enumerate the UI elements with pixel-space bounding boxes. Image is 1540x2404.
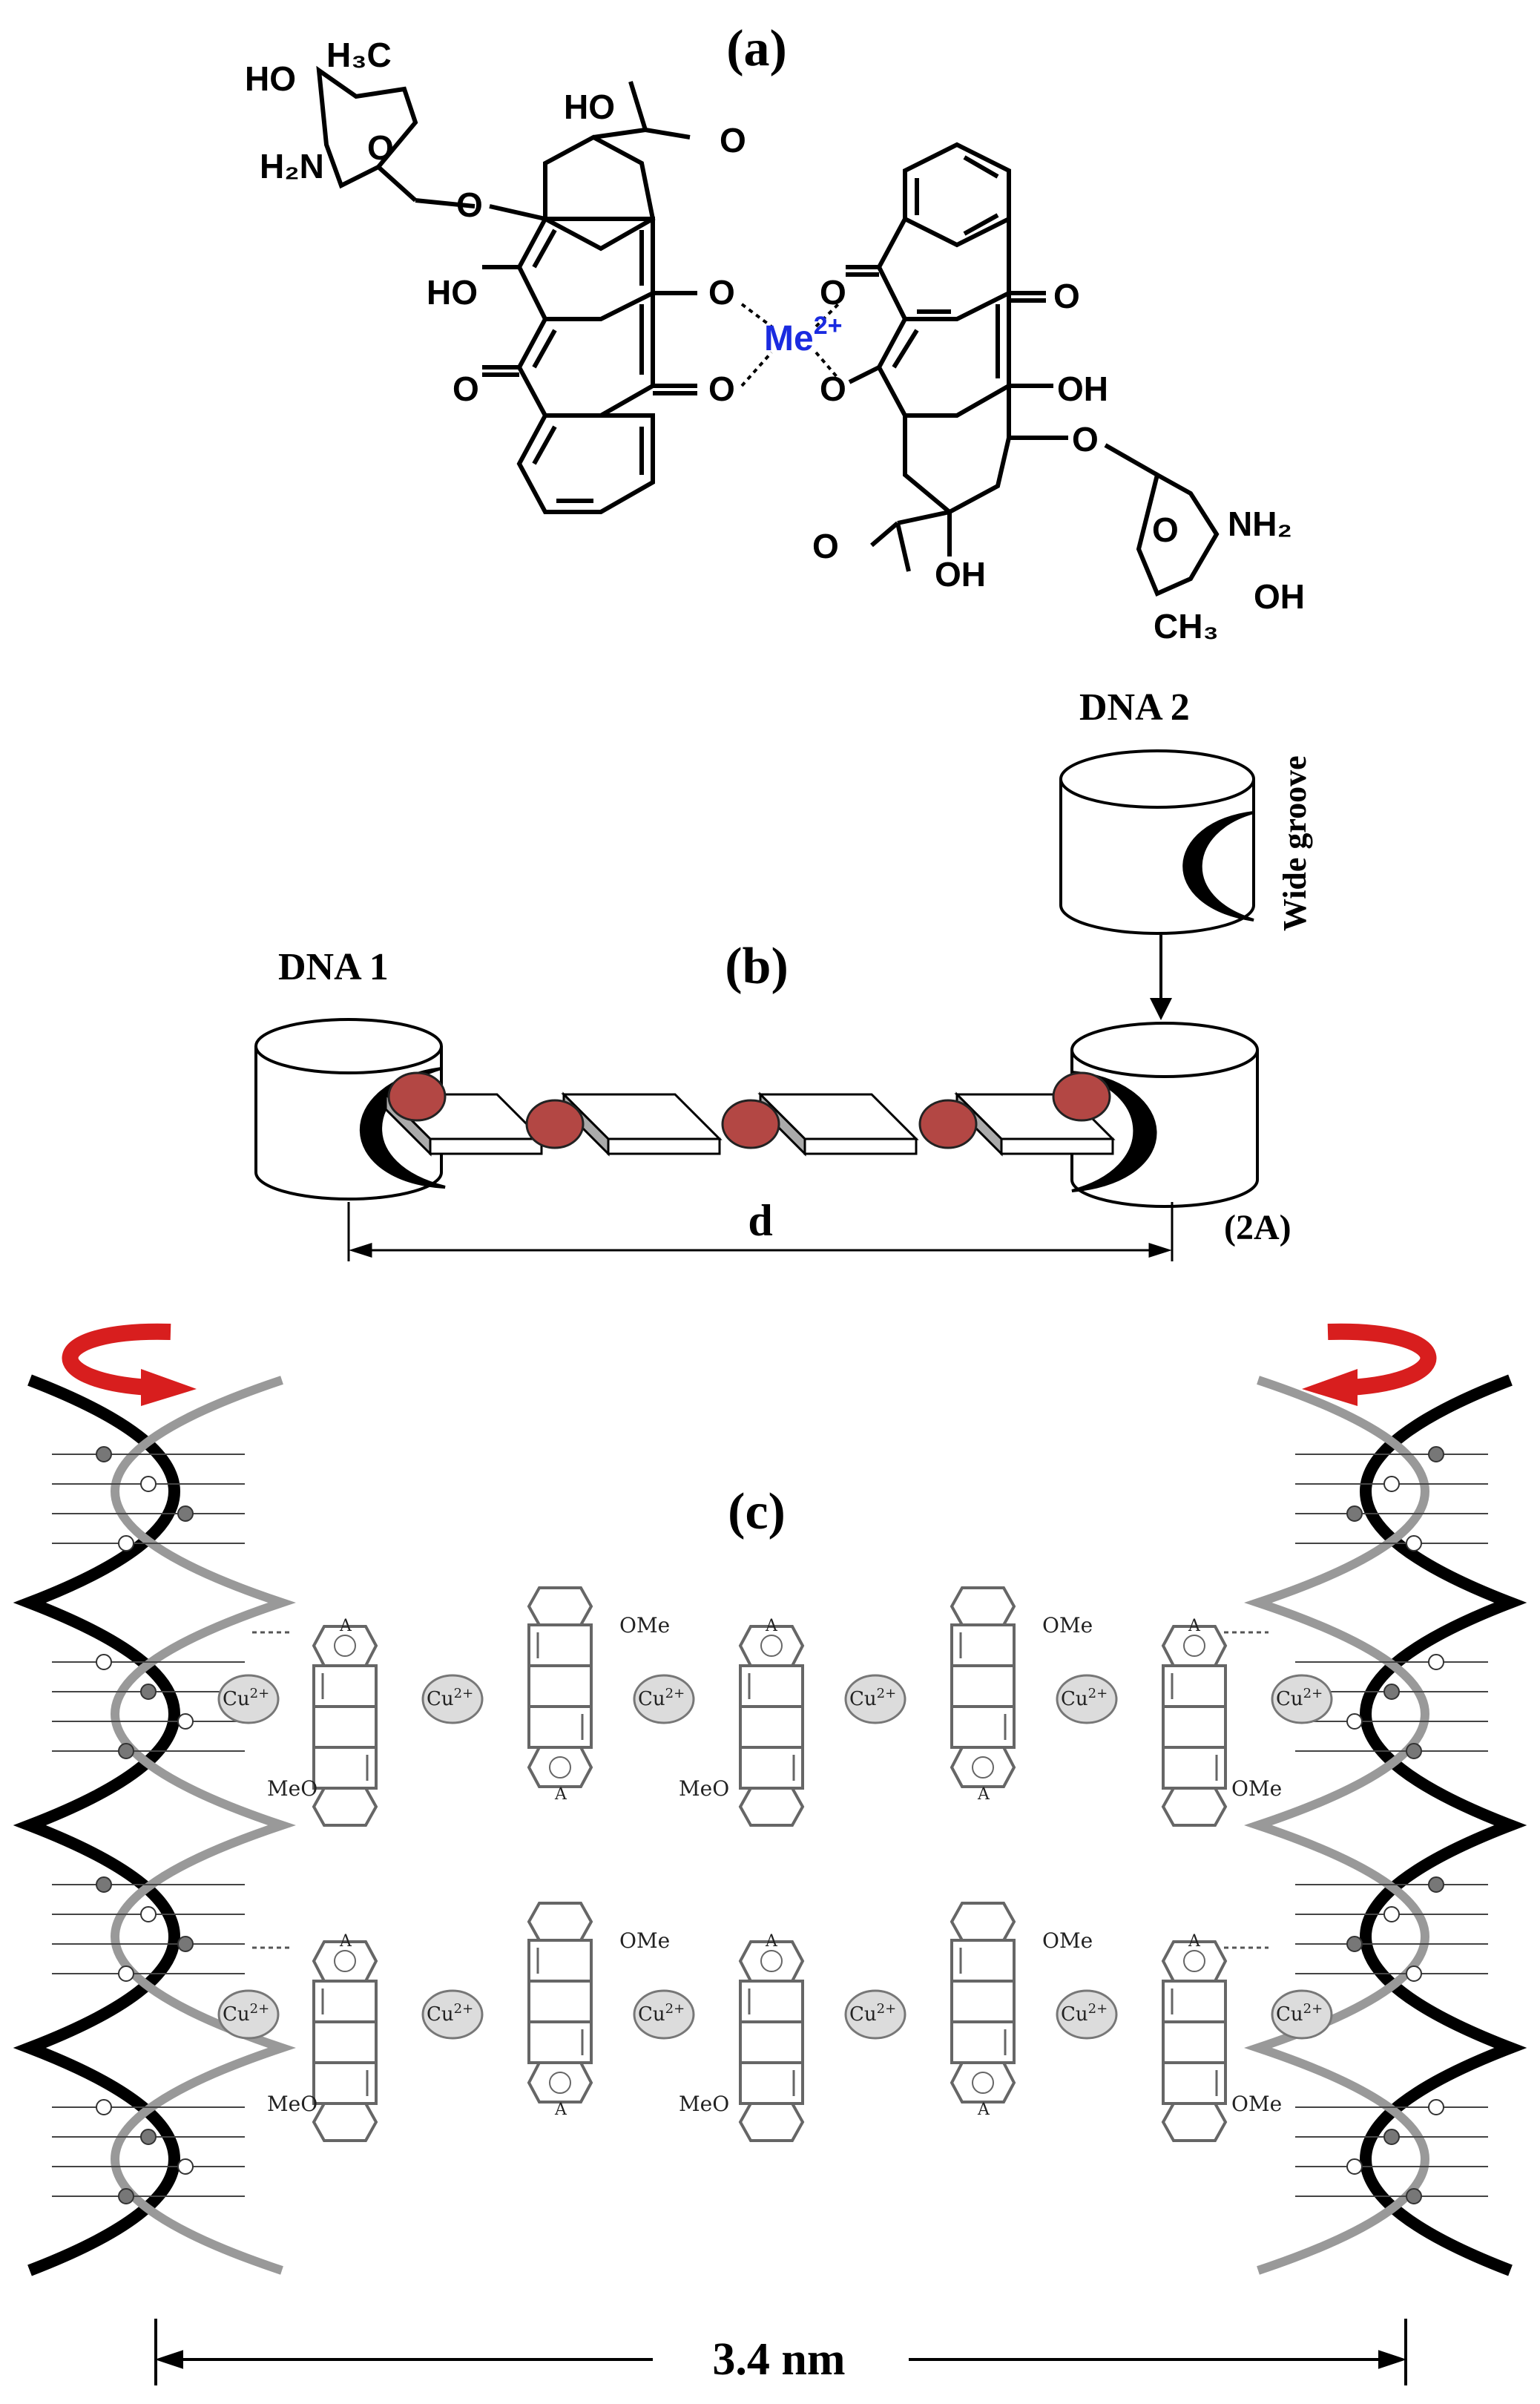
- svg-text:OMe: OMe: [619, 1928, 670, 1953]
- group-r-o-ring: O: [1152, 510, 1179, 549]
- group-r-o-quinone: O: [1053, 277, 1080, 315]
- svg-text:MeO: MeO: [679, 1776, 729, 1801]
- group-r-ch3: CH₃: [1154, 607, 1219, 646]
- group-r-o-acetyl: O: [812, 527, 839, 565]
- group-o-quinone: O: [453, 370, 479, 408]
- svg-text:A: A: [765, 1617, 778, 1635]
- svg-text:A: A: [977, 2101, 990, 2119]
- wide-groove-label: Wide groove: [1277, 755, 1313, 931]
- svg-text:Cu2+: Cu2+: [1061, 1686, 1108, 1710]
- metal-charge: 2+: [814, 312, 843, 340]
- group-r-o-link: O: [1072, 420, 1099, 459]
- svg-text:OMe: OMe: [1042, 1928, 1093, 1953]
- group-h3c: H₃C: [326, 36, 392, 74]
- cu-labels: Cu2+ Cu2+ Cu2+ Cu2+ Cu2+ Cu2+ Cu2+ Cu2+ …: [223, 1686, 1323, 2026]
- svg-text:Cu2+: Cu2+: [638, 1686, 685, 1710]
- svg-text:A: A: [554, 1785, 567, 1804]
- dna1-label: DNA 1: [278, 946, 389, 988]
- group-r-oh-mid: OH: [1057, 370, 1108, 408]
- svg-text:A: A: [1188, 1617, 1201, 1635]
- dna-helix-right: [1244, 1374, 1527, 2276]
- right-daunomycin-structure: [846, 142, 1220, 597]
- rotation-arrow-right-icon: [1302, 1323, 1437, 1406]
- svg-text:OMe: OMe: [1231, 1776, 1282, 1801]
- distance-arrow-c: [154, 2319, 1407, 2385]
- metal-center: Me2+: [740, 303, 842, 387]
- substituent-labels: OMe OMe MeO MeO OMe OMe OMe MeO MeO OMe …: [267, 1613, 1282, 2119]
- complex-row-1: [217, 1586, 1333, 1827]
- group-o-chel2: O: [708, 370, 735, 408]
- svg-text:MeO: MeO: [679, 2092, 729, 2116]
- complex-row-2: [217, 1902, 1333, 2142]
- metal-ions-b: [387, 1071, 1111, 1149]
- group-h2n: H₂N: [260, 147, 324, 185]
- metal-symbol: Me: [764, 319, 814, 358]
- svg-text:Cu2+: Cu2+: [223, 1686, 269, 1710]
- svg-text:A: A: [1188, 1932, 1201, 1951]
- distance-d-label: d: [748, 1196, 772, 1245]
- svg-text:A: A: [339, 1617, 352, 1635]
- group-ho-top: HO: [564, 88, 615, 126]
- svg-text:Cu2+: Cu2+: [427, 2001, 473, 2026]
- group-o-chel1: O: [708, 273, 735, 312]
- distance-label-c: 3.4 nm: [712, 2334, 845, 2385]
- group-ho-mid: HO: [427, 273, 478, 312]
- svg-text:Me2+: Me2+: [764, 312, 842, 358]
- svg-text:Cu2+: Cu2+: [1276, 2001, 1323, 2026]
- panel-b: (b) DNA 1 DNA 2 Wide groove (2A): [254, 686, 1313, 1261]
- svg-text:Cu2+: Cu2+: [849, 1686, 896, 1710]
- dna2-label: DNA 2: [1079, 686, 1190, 729]
- svg-text:OMe: OMe: [1231, 2092, 1282, 2116]
- intercalator-slabs: [383, 1091, 1116, 1157]
- svg-text:OMe: OMe: [619, 1613, 670, 1638]
- panel-a-label: (a): [726, 20, 787, 77]
- group-o-link: O: [456, 185, 483, 224]
- svg-text:A: A: [765, 1932, 778, 1951]
- dna2-cylinder: [1059, 749, 1255, 935]
- svg-text:Cu2+: Cu2+: [849, 2001, 896, 2026]
- group-r-o-chel2: O: [820, 370, 846, 408]
- svg-text:Cu2+: Cu2+: [427, 1686, 473, 1710]
- svg-text:A: A: [554, 2101, 567, 2119]
- svg-text:Cu2+: Cu2+: [1276, 1686, 1323, 1710]
- group-o-acetyl: O: [720, 121, 746, 160]
- group-r-oh-sugar: OH: [1254, 577, 1305, 616]
- svg-text:MeO: MeO: [267, 1776, 317, 1801]
- group-r-oh-bot: OH: [935, 555, 986, 594]
- panel-b-label: (b): [725, 938, 789, 995]
- rotation-arrow-left-icon: [62, 1323, 197, 1406]
- dna2-bottom-cylinder: [1070, 1022, 1259, 1208]
- svg-text:Cu2+: Cu2+: [1061, 2001, 1108, 2026]
- svg-text:Cu2+: Cu2+: [638, 2001, 685, 2026]
- svg-text:A: A: [339, 1932, 352, 1951]
- left-daunomycin-structure: [316, 65, 697, 514]
- group-o-ring: O: [367, 128, 394, 167]
- dna-helix-left: [13, 1374, 296, 2276]
- tag-2a: (2A): [1224, 1208, 1291, 1247]
- panel-c-label: (c): [728, 1483, 786, 1540]
- distance-d-arrow: [347, 1202, 1174, 1261]
- group-ho-sugar: HO: [245, 59, 296, 98]
- panel-a: (a): [245, 20, 1305, 646]
- svg-text:A: A: [977, 1785, 990, 1804]
- svg-text:OMe: OMe: [1042, 1613, 1093, 1638]
- group-r-o-chel1: O: [820, 273, 846, 312]
- panel-c: (c): [13, 1323, 1527, 2385]
- svg-text:MeO: MeO: [267, 2092, 317, 2116]
- svg-text:Cu2+: Cu2+: [223, 2001, 269, 2026]
- group-r-nh2: NH₂: [1228, 505, 1292, 543]
